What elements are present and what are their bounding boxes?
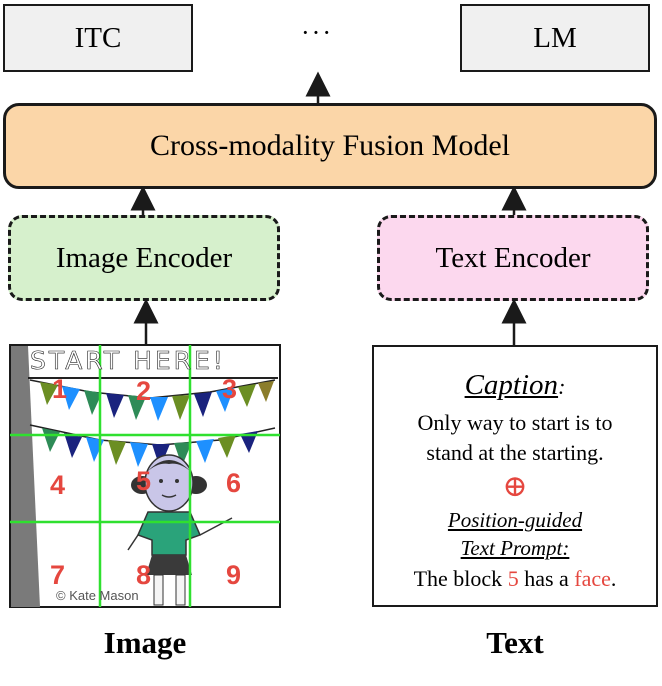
grid-number: 4 xyxy=(50,470,66,500)
image-encoder-label: Image Encoder xyxy=(55,241,233,274)
prompt-title-1: Position-guided xyxy=(447,508,583,532)
grid-number: 8 xyxy=(136,560,152,590)
grid-number: 3 xyxy=(222,374,238,404)
grid-number: 2 xyxy=(136,376,152,406)
lm-label: LM xyxy=(533,21,577,54)
itc-label: ITC xyxy=(74,21,122,54)
grid-number: 6 xyxy=(226,468,242,498)
image-label: Image xyxy=(103,625,187,660)
prompt-block-number: 5 xyxy=(507,566,519,591)
watermark: © Kate Mason xyxy=(56,588,139,603)
caption-title-word: Caption xyxy=(464,369,559,401)
grid-number: 7 xyxy=(50,560,66,590)
image-encoder-box: Image Encoder xyxy=(8,215,280,301)
caption-colon: : xyxy=(558,374,566,399)
fusion-model-label: Cross-modality Fusion Model xyxy=(149,129,510,162)
prompt-pre: The block xyxy=(413,566,508,591)
itc-box: ITC xyxy=(3,4,193,72)
prompt-mid: has a xyxy=(518,566,575,591)
prompt-sentence: The block 5 has a face. xyxy=(414,564,617,594)
caption-title: Caption: xyxy=(465,369,566,402)
prompt-end: . xyxy=(610,566,617,591)
grid-number: 5 xyxy=(136,466,152,496)
prompt-object: face xyxy=(574,566,611,591)
ellipsis: ··· xyxy=(301,18,333,47)
text-panel: Caption: Only way to start is to stand a… xyxy=(372,345,658,607)
concat-icon: ⊕ xyxy=(502,470,528,503)
text-encoder-label: Text Encoder xyxy=(435,241,591,274)
caption-line-2: stand at the starting. xyxy=(426,440,604,465)
prompt-title-2: Text Prompt: xyxy=(460,536,570,560)
fusion-model-box: Cross-modality Fusion Model xyxy=(3,103,657,189)
banner-text: START HERE! xyxy=(30,346,226,376)
caption-line-1: Only way to start is to xyxy=(417,410,613,435)
grid-number: 9 xyxy=(226,560,242,590)
text-label: Text xyxy=(486,625,544,660)
text-encoder-box: Text Encoder xyxy=(377,215,649,301)
grid-number: 1 xyxy=(52,374,68,404)
lm-box: LM xyxy=(460,4,650,72)
